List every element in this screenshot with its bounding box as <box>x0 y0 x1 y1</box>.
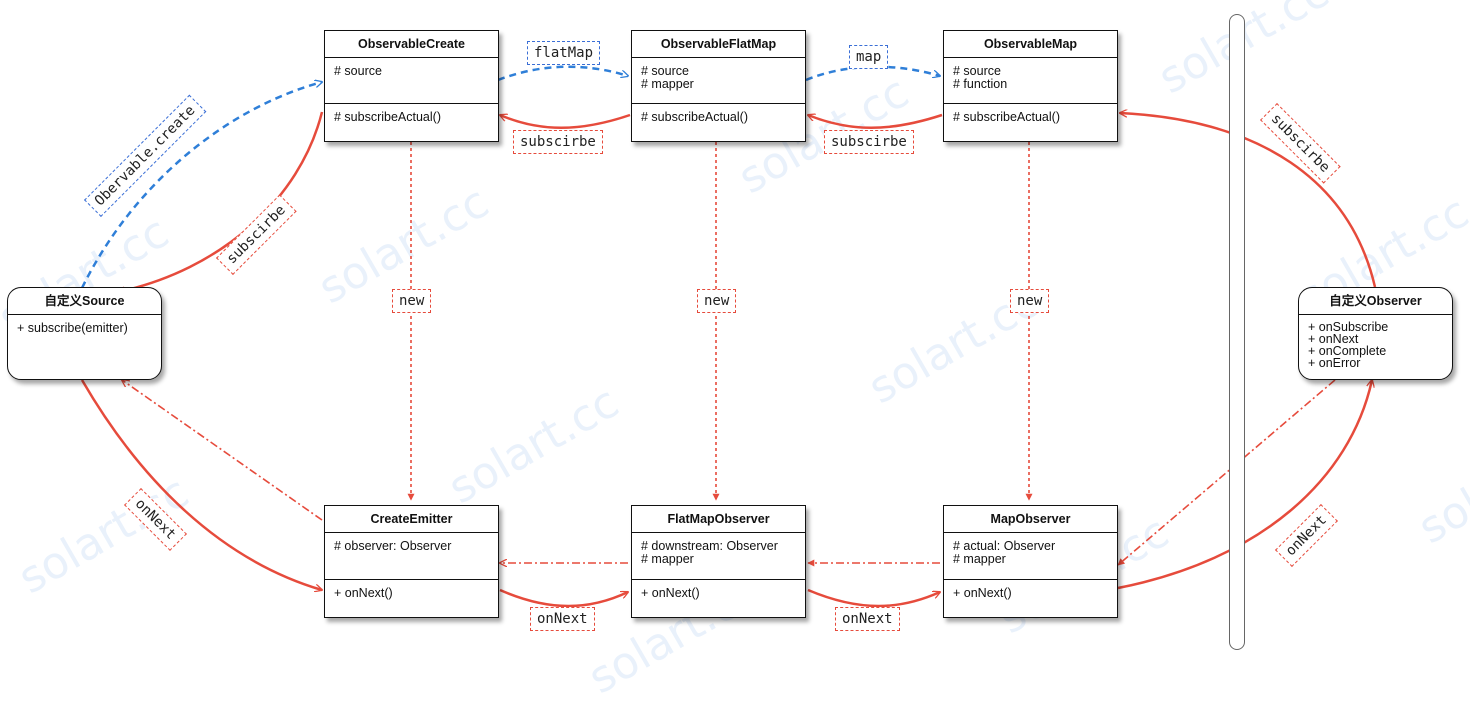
arrow-onnext-emitter-to-flatmap <box>499 588 628 608</box>
attribute: # source <box>334 64 382 78</box>
arrow-flatmap <box>497 65 628 82</box>
label-flatmap: flatMap <box>527 41 601 65</box>
box-operations: # subscribeActual() <box>944 104 1117 124</box>
arrow-onnext-map-to-observer <box>1117 380 1372 590</box>
attribute: # mapper <box>641 77 694 91</box>
arrow-onnext-source-to-emitter <box>80 379 322 590</box>
box-title: ObservableFlatMap <box>632 31 805 58</box>
boundary-divider <box>1229 14 1245 650</box>
box-title: ObservableMap <box>944 31 1117 58</box>
box-title: MapObserver <box>944 506 1117 533</box>
box-attributes: + subscribe(emitter) <box>8 315 161 335</box>
attribute: + onComplete <box>1308 344 1387 358</box>
box-attributes: # source <box>325 58 498 104</box>
box-attributes: # source # function <box>944 58 1117 104</box>
box-title: FlatMapObserver <box>632 506 805 533</box>
attribute: + onError <box>1308 356 1361 370</box>
box-title: 自定义Observer <box>1299 288 1452 315</box>
attribute: # observer: Observer <box>334 539 452 553</box>
operation: + onNext() <box>953 586 1012 600</box>
box-operations: + onNext() <box>632 580 805 600</box>
operation: # subscribeActual() <box>641 110 748 124</box>
operation: + onNext() <box>334 586 393 600</box>
box-create-emitter[interactable]: CreateEmitter # observer: Observer + onN… <box>324 505 499 618</box>
attribute: # mapper <box>641 552 694 566</box>
box-attributes: # downstream: Observer # mapper <box>632 533 805 580</box>
attribute: # source <box>953 64 1001 78</box>
arrow-subscribe-map-to-flatmap <box>808 115 943 129</box>
attribute: # downstream: Observer <box>641 539 778 553</box>
operation: # subscribeActual() <box>334 110 441 124</box>
label-onnext: onNext <box>530 607 595 631</box>
box-map-observer[interactable]: MapObserver # actual: Observer # mapper … <box>943 505 1118 618</box>
box-title: 自定义Source <box>8 288 161 315</box>
operation: + onNext() <box>641 586 700 600</box>
attribute: # mapper <box>953 552 1006 566</box>
attribute: + onSubscribe <box>1308 320 1389 334</box>
box-observable-map[interactable]: ObservableMap # source # function # subs… <box>943 30 1118 142</box>
attribute: + subscribe(emitter) <box>17 321 128 335</box>
box-attributes: # observer: Observer <box>325 533 498 580</box>
arrow-map <box>805 65 940 82</box>
arrow-onnext-flatmap-to-map <box>807 588 940 608</box>
box-flatmap-observer[interactable]: FlatMapObserver # downstream: Observer #… <box>631 505 806 618</box>
label-new: new <box>392 289 432 313</box>
box-custom-source[interactable]: 自定义Source + subscribe(emitter) <box>7 287 162 380</box>
attribute: + onNext <box>1308 332 1359 346</box>
arrow-subscribe-flatmap-to-create <box>500 115 631 129</box>
box-observable-flatmap[interactable]: ObservableFlatMap # source # mapper # su… <box>631 30 806 142</box>
operation: # subscribeActual() <box>953 110 1060 124</box>
box-title: ObservableCreate <box>325 31 498 58</box>
box-custom-observer[interactable]: 自定义Observer + onSubscribe + onNext + onC… <box>1298 287 1453 380</box>
attribute: # source <box>641 64 689 78</box>
attribute: # function <box>953 77 1008 91</box>
label-subscribe: subscirbe <box>513 130 603 154</box>
box-attributes: # actual: Observer # mapper <box>944 533 1117 580</box>
box-attributes: + onSubscribe + onNext + onComplete + on… <box>1299 315 1452 370</box>
label-new: new <box>1010 289 1050 313</box>
box-operations: # subscribeActual() <box>632 104 805 124</box>
ref-emitter-to-source <box>122 380 323 521</box>
box-operations: + onNext() <box>944 580 1117 600</box>
box-observable-create[interactable]: ObservableCreate # source # subscribeAct… <box>324 30 499 142</box>
label-new: new <box>697 289 737 313</box>
attribute: # actual: Observer <box>953 539 1056 553</box>
box-attributes: # source # mapper <box>632 58 805 104</box>
label-subscribe: subscirbe <box>824 130 914 154</box>
box-operations: + onNext() <box>325 580 498 600</box>
arrow-subscribe-observer-to-map <box>1120 113 1377 288</box>
label-onnext: onNext <box>835 607 900 631</box>
label-map: map <box>849 45 889 69</box>
box-title: CreateEmitter <box>325 506 498 533</box>
box-operations: # subscribeActual() <box>325 104 498 124</box>
